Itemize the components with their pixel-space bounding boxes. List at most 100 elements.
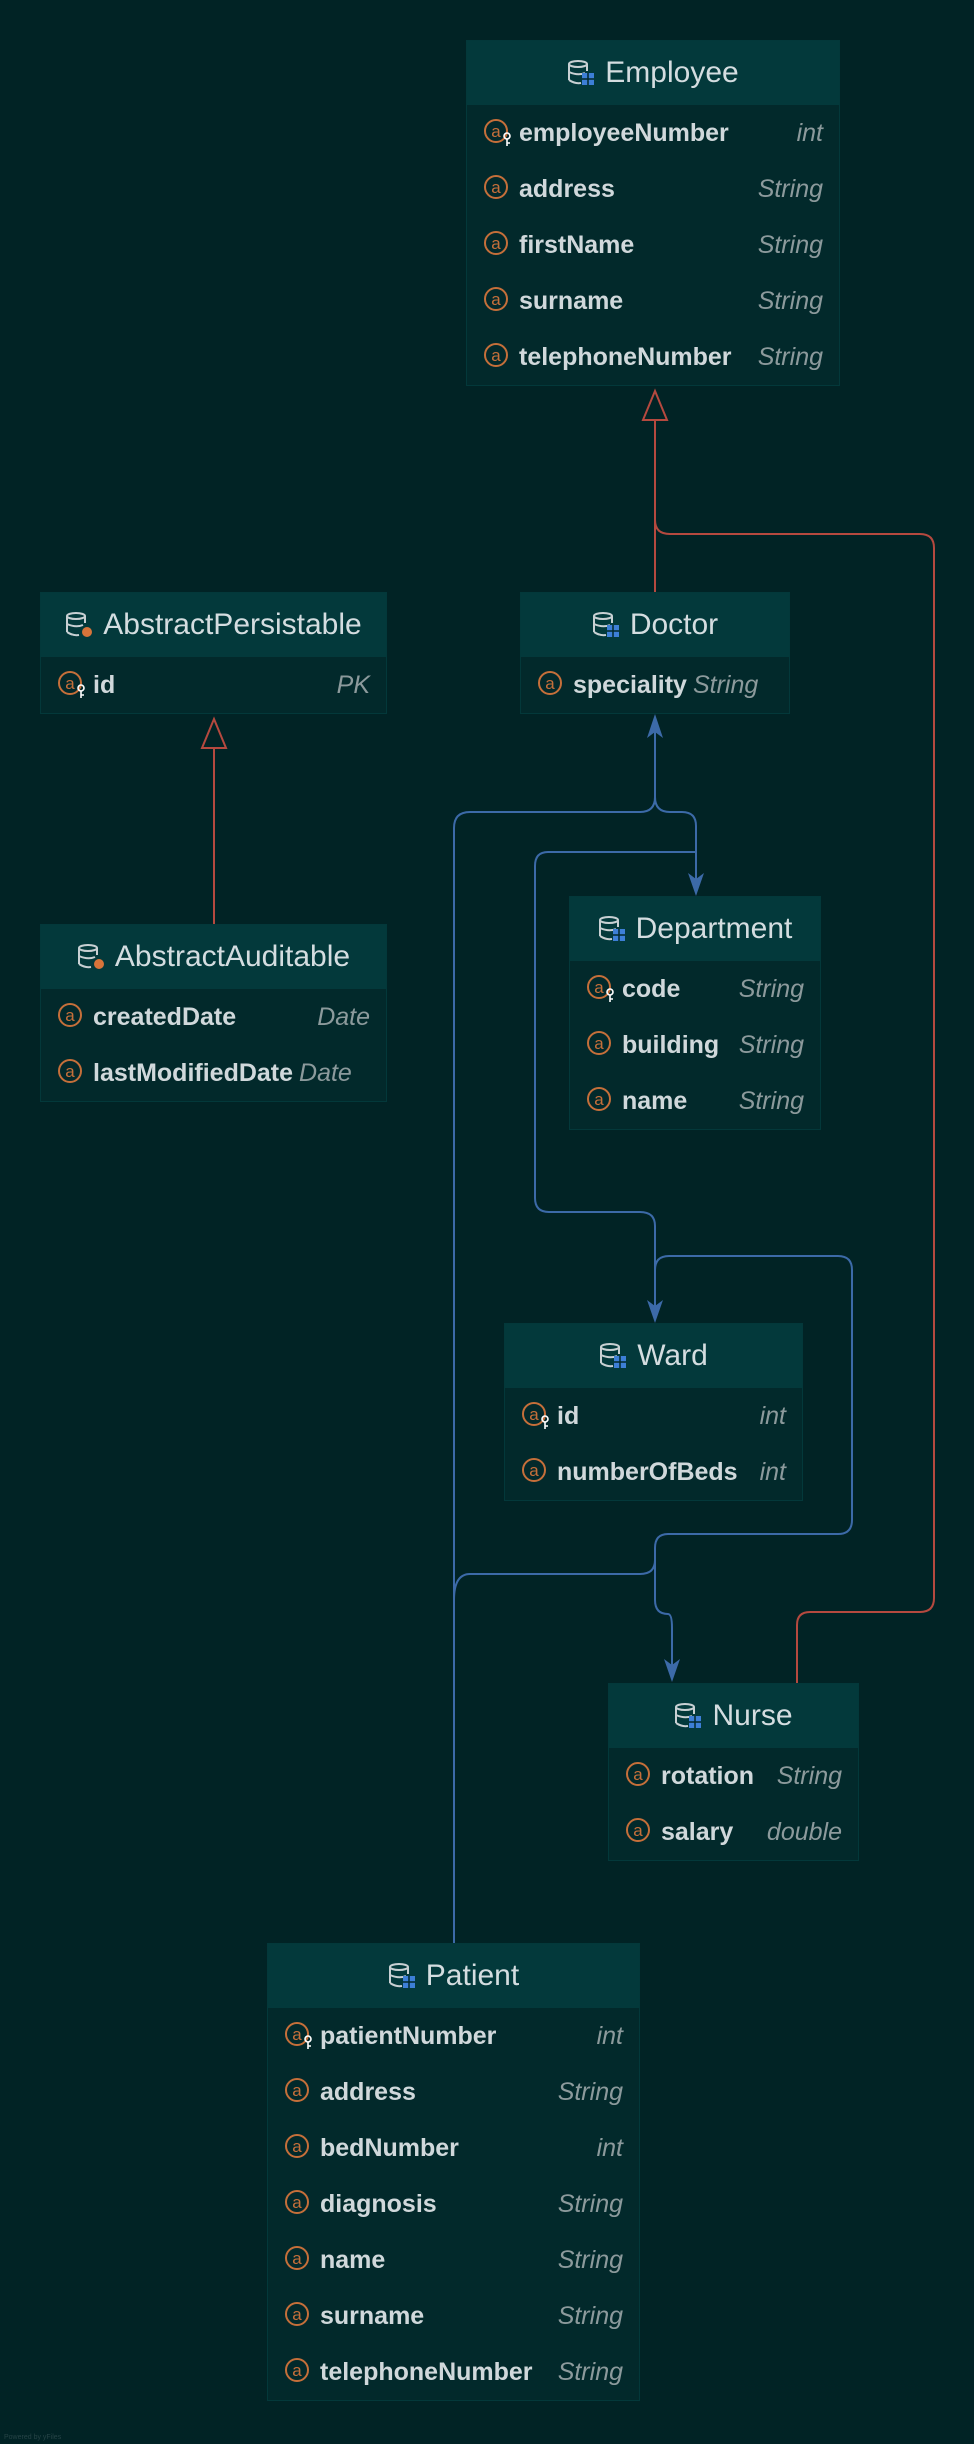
field-type: String [757, 174, 823, 203]
entity-header: Patient [268, 1944, 639, 2008]
entity-nurse[interactable]: Nurse a rotation String a salary double [609, 1684, 858, 1860]
svg-text:a: a [292, 2137, 302, 2156]
field-row[interactable]: a salary double [609, 1804, 858, 1860]
field-row[interactable]: a building String [570, 1017, 820, 1073]
association-arrowhead-department [688, 873, 704, 896]
field-row[interactable]: a id int [505, 1388, 802, 1444]
entity-title: Patient [425, 1959, 520, 1992]
field-name: name [622, 1086, 688, 1115]
attribute-at-icon: a [58, 1059, 82, 1083]
entity-abstract-persistable[interactable]: AbstractPersistable a id PK [41, 593, 386, 713]
attribute-at-icon: a [538, 671, 562, 695]
field-name: speciality [573, 670, 687, 699]
field-row[interactable]: a lastModifiedDate Date [41, 1045, 386, 1101]
field-row[interactable]: a code String [570, 961, 820, 1017]
association-arrowhead-nurse [664, 1659, 680, 1682]
entity-employee[interactable]: Employee a employeeNumber int a address … [467, 41, 839, 385]
field-row[interactable]: a id PK [41, 657, 386, 713]
field-type: String [757, 230, 823, 259]
entity-doctor[interactable]: Doctor a speciality String [521, 593, 789, 713]
field-type: Date [317, 1002, 370, 1031]
database-table-icon [600, 1343, 627, 1368]
field-row[interactable]: a telephoneNumber String [467, 329, 839, 385]
svg-text:a: a [292, 2025, 302, 2044]
field-row[interactable]: a rotation String [609, 1748, 858, 1804]
watermark-text: Powered by yFiles [4, 2434, 62, 2441]
svg-text:a: a [529, 1461, 539, 1480]
entity-header: Doctor [521, 593, 789, 657]
field-row[interactable]: a telephoneNumber String [268, 2344, 639, 2400]
association-arrowhead-doctor [647, 714, 663, 738]
field-name: rotation [661, 1761, 755, 1790]
field-row[interactable]: a surname String [268, 2288, 639, 2344]
entity-header: Employee [467, 41, 839, 105]
field-name: name [320, 2245, 386, 2274]
entity-abstract-auditable[interactable]: AbstractAuditable a createdDate Date a l… [41, 925, 386, 1101]
attribute-at-icon: a [587, 1031, 611, 1055]
field-row[interactable]: a createdDate Date [41, 989, 386, 1045]
field-name: building [622, 1030, 720, 1059]
field-name: patientNumber [320, 2021, 497, 2050]
primary-key-attribute-icon: a [587, 975, 614, 1002]
field-type: String [776, 1761, 842, 1790]
entity-title: AbstractAuditable [114, 940, 351, 973]
entity-header: Ward [505, 1324, 802, 1388]
database-table-icon [568, 60, 595, 85]
edge-nurse-extends-employee [654, 519, 935, 1683]
svg-text:a: a [65, 1006, 75, 1025]
association-arrowhead-ward [647, 1300, 663, 1323]
svg-text:a: a [292, 2249, 302, 2268]
entity-ward[interactable]: Ward a id int a numberOfBeds int [505, 1324, 802, 1500]
field-row[interactable]: a address String [467, 161, 839, 217]
field-type: double [766, 1817, 842, 1846]
svg-text:a: a [491, 290, 501, 309]
field-name: code [622, 974, 681, 1003]
field-row[interactable]: a numberOfBeds int [505, 1444, 802, 1500]
field-type: String [557, 2189, 623, 2218]
svg-text:a: a [292, 2305, 302, 2324]
entity-title: Ward [637, 1339, 708, 1372]
field-row[interactable]: a name String [268, 2232, 639, 2288]
field-row[interactable]: a address String [268, 2064, 639, 2120]
primary-key-attribute-icon: a [484, 119, 511, 146]
entity-title: AbstractPersistable [103, 608, 362, 641]
svg-text:a: a [594, 1034, 604, 1053]
field-name: surname [519, 286, 624, 315]
svg-text:a: a [491, 122, 501, 141]
field-row[interactable]: a employeeNumber int [467, 105, 839, 161]
edge-ward-nurse [654, 1255, 853, 1665]
field-name: createdDate [93, 1002, 237, 1031]
attribute-at-icon: a [587, 1087, 611, 1111]
field-row[interactable]: a diagnosis String [268, 2176, 639, 2232]
field-row[interactable]: a patientNumber int [268, 2008, 639, 2064]
edge-department-ward [534, 851, 696, 1310]
attribute-at-icon: a [285, 2134, 309, 2158]
edge-patient-doctor [453, 730, 656, 1944]
field-type: String [557, 2301, 623, 2330]
attribute-at-icon: a [285, 2302, 309, 2326]
svg-text:a: a [594, 978, 604, 997]
svg-text:a: a [633, 1821, 643, 1840]
field-row[interactable]: a speciality String [521, 657, 789, 713]
svg-text:a: a [65, 1062, 75, 1081]
entity-patient[interactable]: Patient a patientNumber int a address St… [268, 1944, 639, 2400]
entity-title: Employee [605, 56, 739, 89]
inheritance-arrowhead-persistable [200, 716, 228, 749]
attribute-at-icon: a [285, 2078, 309, 2102]
svg-text:a: a [292, 2193, 302, 2212]
field-name: firstName [519, 230, 635, 259]
field-row[interactable]: a firstName String [467, 217, 839, 273]
entity-department[interactable]: Department a code String a building Stri… [570, 897, 820, 1129]
svg-text:a: a [292, 2081, 302, 2100]
svg-text:a: a [545, 674, 555, 693]
field-row[interactable]: a name String [570, 1073, 820, 1129]
field-type: int [759, 1401, 786, 1430]
field-row[interactable]: a bedNumber int [268, 2120, 639, 2176]
field-type: Date [299, 1058, 352, 1087]
field-type: int [596, 2133, 623, 2162]
primary-key-attribute-icon: a [58, 671, 85, 698]
field-name: lastModifiedDate [93, 1058, 294, 1087]
field-row[interactable]: a surname String [467, 273, 839, 329]
attribute-at-icon: a [58, 1003, 82, 1027]
field-name: id [93, 670, 116, 699]
